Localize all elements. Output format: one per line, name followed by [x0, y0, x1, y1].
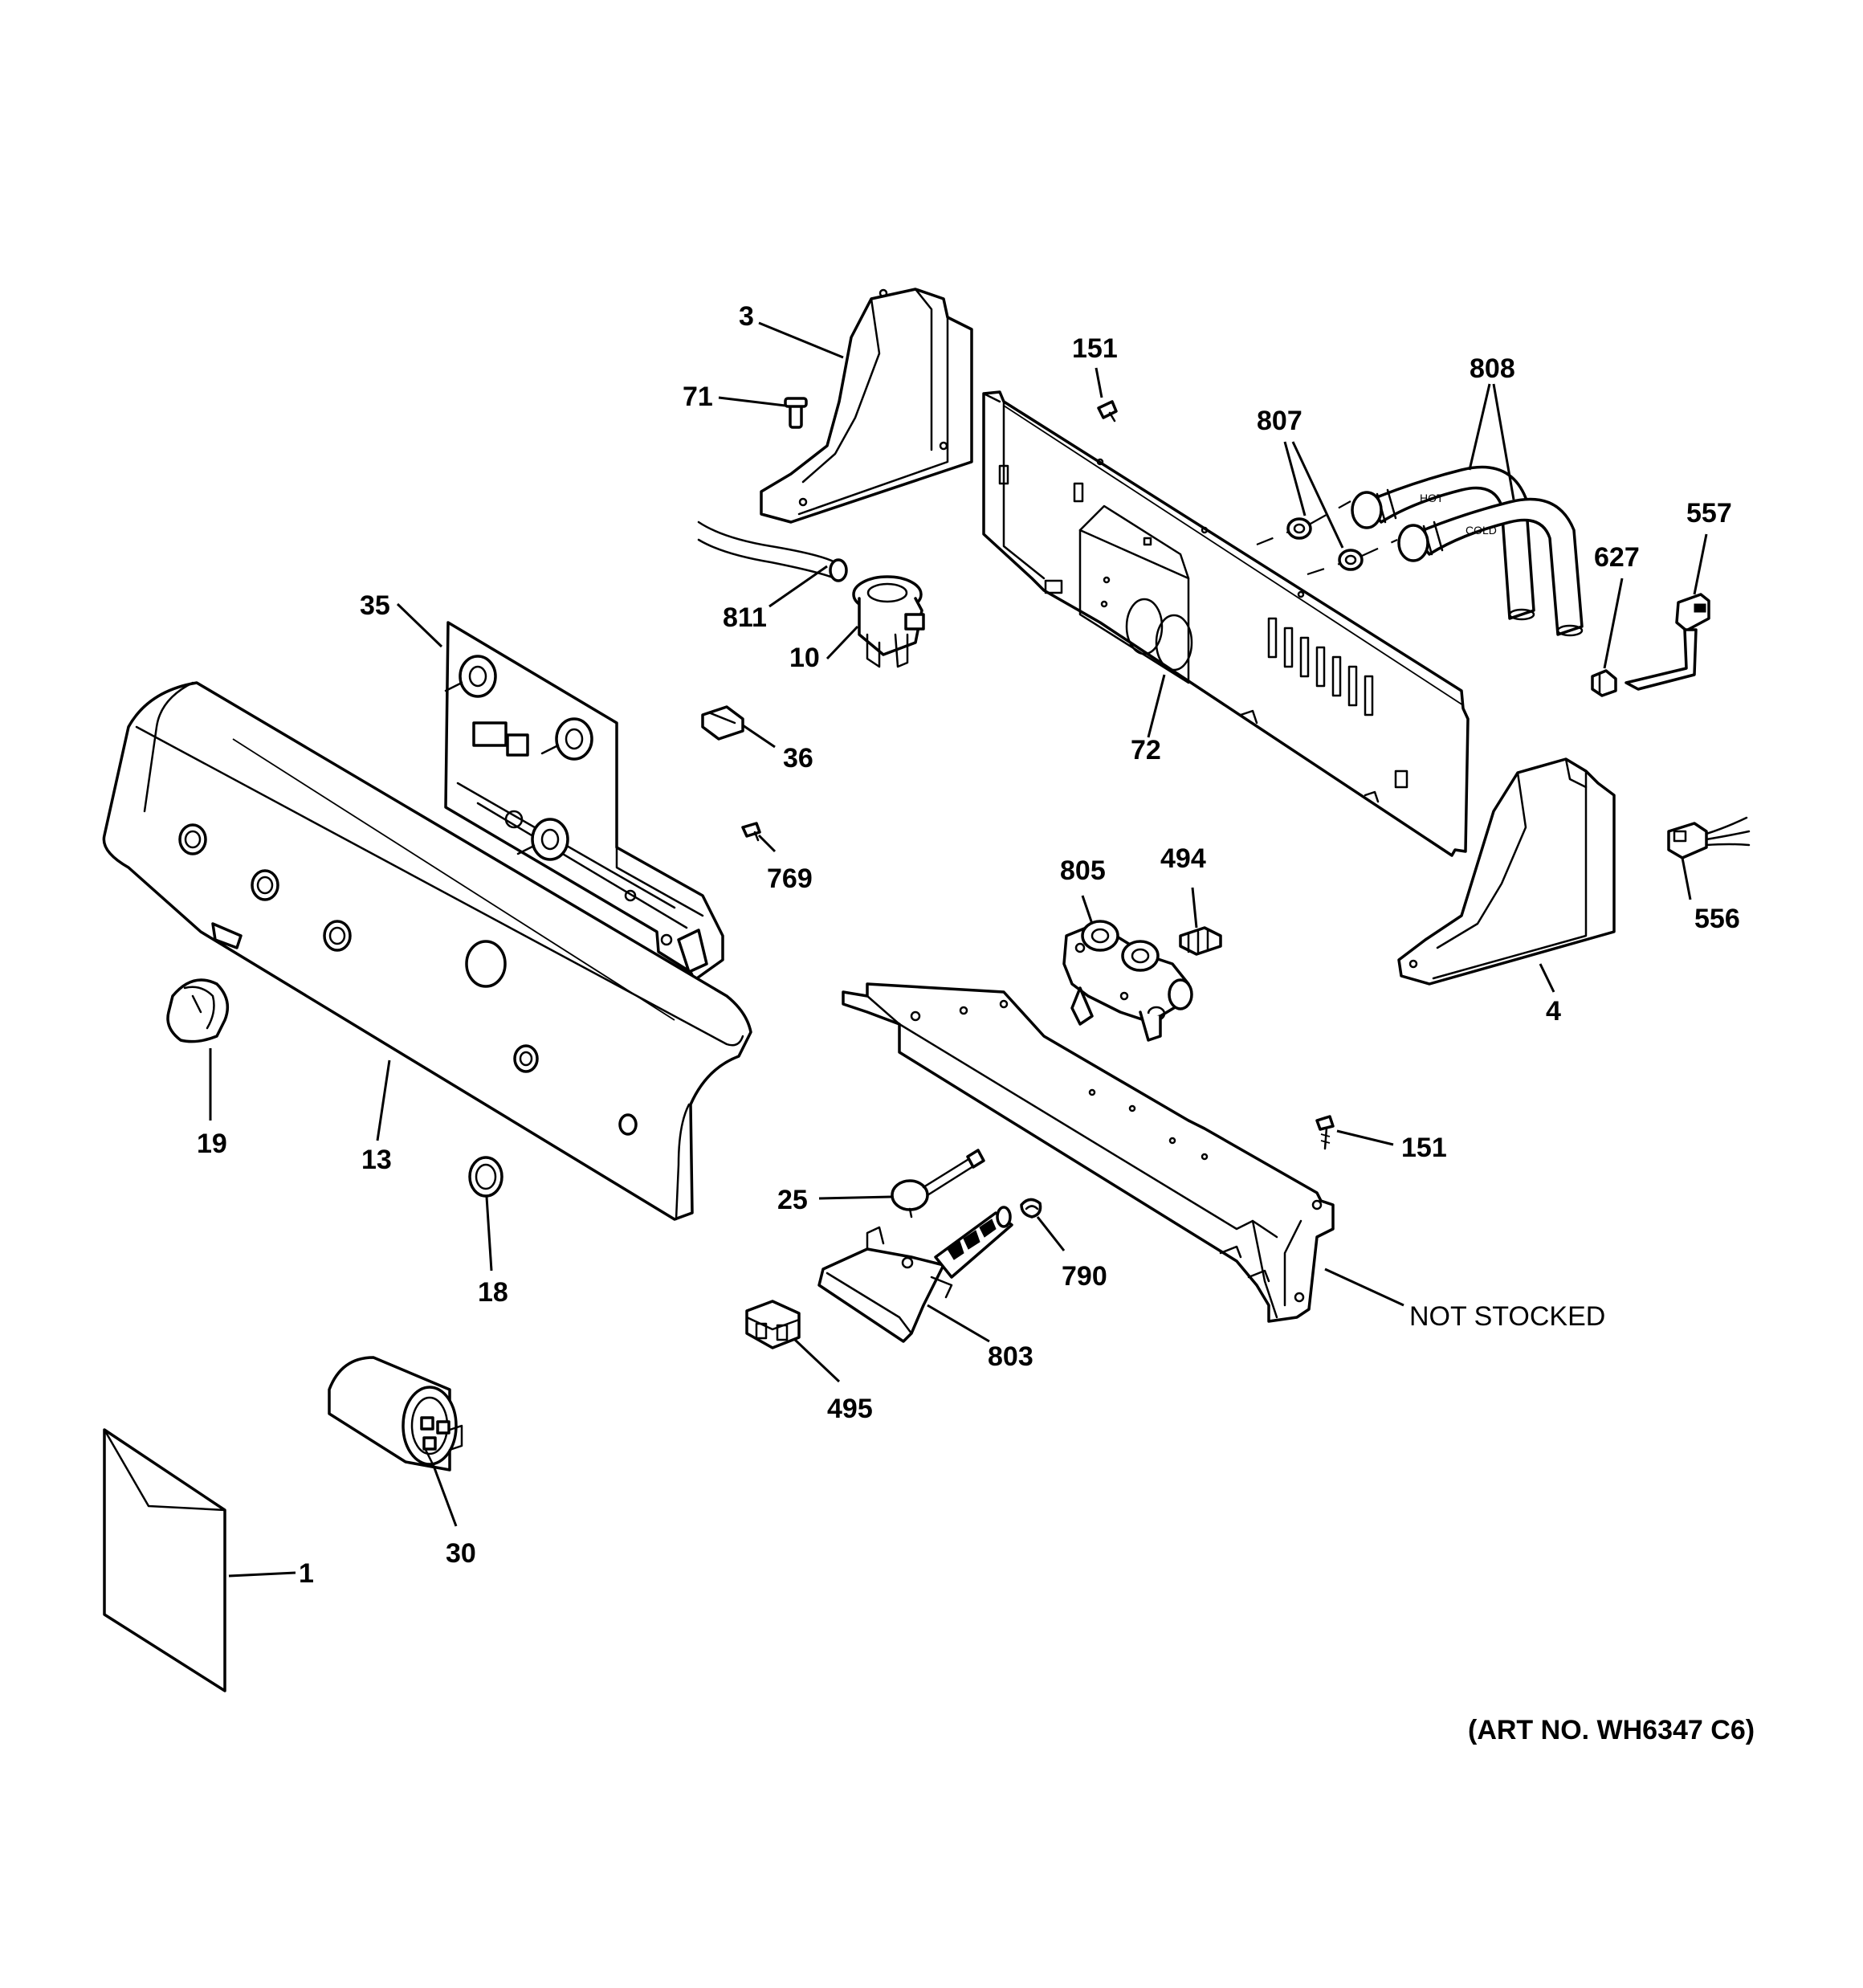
label-25: 25: [777, 1185, 808, 1215]
label-151-bottom: 151: [1401, 1133, 1447, 1163]
part-19-knob: [166, 978, 230, 1043]
label-72: 72: [1131, 735, 1161, 765]
part-35-control-board: [444, 621, 724, 982]
part-13-console: [102, 681, 752, 1221]
part-1-literature: [103, 1428, 226, 1692]
label-557: 557: [1686, 498, 1732, 529]
part-71-screw: [784, 397, 808, 429]
label-769: 769: [767, 863, 813, 894]
label-1: 1: [299, 1558, 314, 1589]
part-557-connector: [1625, 593, 1710, 691]
part-bottom-bracket: [842, 982, 1335, 1323]
part-556-connector: [1667, 816, 1751, 859]
part-808-hoses: HOT COLD: [1351, 465, 1584, 637]
leader-lines: [209, 321, 1708, 1578]
label-13: 13: [361, 1145, 392, 1175]
part-18-button: [468, 1156, 503, 1198]
label-71: 71: [683, 382, 713, 412]
label-3: 3: [739, 301, 754, 332]
label-36: 36: [783, 743, 813, 774]
part-790-clip: [1020, 1198, 1042, 1219]
part-151-bottom-screw: [1315, 1115, 1335, 1150]
callout-labels: 3 71 151 807 808 557 627 811 10 35 36 72…: [197, 301, 1755, 1745]
label-494: 494: [1160, 843, 1206, 874]
part-807-washers: [1256, 500, 1398, 576]
part-10-pressure-switch: [852, 575, 925, 668]
part-494-connector: [1179, 926, 1222, 956]
part-4-right-bracket: [1397, 757, 1616, 986]
label-808: 808: [1470, 353, 1515, 384]
label-805: 805: [1060, 855, 1106, 886]
label-627: 627: [1594, 542, 1640, 573]
part-627-clip: [1591, 669, 1617, 697]
label-556: 556: [1694, 904, 1740, 934]
part-25-actuator: [891, 1149, 985, 1219]
label-803: 803: [988, 1341, 1033, 1372]
label-10: 10: [789, 643, 820, 673]
part-30-filter: [328, 1356, 463, 1472]
part-3-left-bracket: [760, 288, 973, 524]
part-769-screw: [741, 822, 761, 842]
part-36-connector: [701, 705, 744, 741]
label-790: 790: [1062, 1261, 1107, 1292]
part-495-connector: [745, 1300, 801, 1349]
label-18: 18: [478, 1277, 508, 1308]
part-803-lid-switch: [817, 1206, 1013, 1343]
label-811: 811: [723, 602, 767, 633]
label-19: 19: [197, 1129, 227, 1159]
label-151-top: 151: [1072, 333, 1118, 364]
label-30: 30: [446, 1538, 476, 1569]
part-151-top-screw: [1097, 400, 1118, 423]
label-4: 4: [1546, 996, 1561, 1027]
svg-text:HOT: HOT: [1420, 492, 1444, 504]
label-not-stocked: NOT STOCKED: [1409, 1301, 1605, 1332]
svg-text:COLD: COLD: [1466, 524, 1497, 537]
label-807: 807: [1257, 406, 1302, 436]
part-72-rear-panel: [982, 390, 1470, 857]
art-number: (ART NO. WH6347 C6): [1468, 1715, 1755, 1745]
part-811-tube: [697, 520, 848, 582]
part-805-water-valve: [1062, 920, 1193, 1042]
label-495: 495: [827, 1394, 873, 1424]
label-35: 35: [360, 590, 390, 621]
